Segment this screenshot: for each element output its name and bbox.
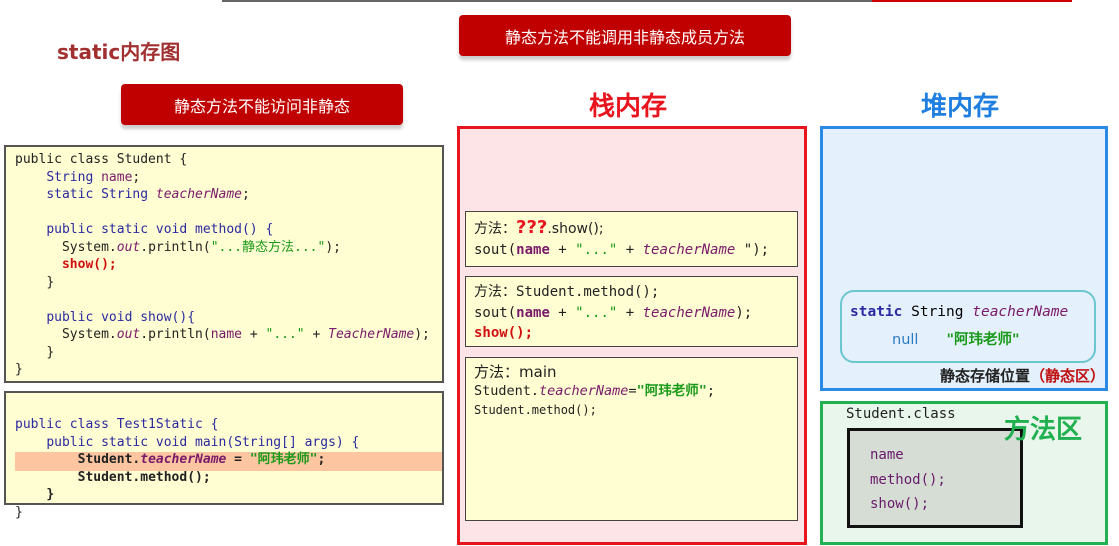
- class-name: Student.class: [846, 406, 956, 422]
- callout-left: 静态方法不能访问非静态: [121, 84, 403, 125]
- old-value: null: [892, 332, 919, 348]
- top-divider-accent: [872, 0, 1072, 2]
- current-line-highlight: [15, 452, 442, 471]
- test-class-code: public class Test1Static { public static…: [4, 391, 444, 520]
- code-line: public class Student {: [15, 152, 188, 167]
- stack-frame-show: 方法：???.show();sout(name + "..." + teache…: [465, 211, 798, 267]
- stack-label: 栈内存: [588, 92, 667, 122]
- new-value: "阿玮老师": [946, 332, 1020, 348]
- method-area-label: 方法区: [1004, 415, 1083, 445]
- top-divider: [222, 0, 872, 2]
- slide-title: static内存图: [57, 40, 181, 64]
- stack-frame-method: 方法：Student.method();sout(name + "..." + …: [465, 276, 798, 347]
- show-call-error: show();: [61, 257, 117, 272]
- callout-top: 静态方法不能调用非静态成员方法: [459, 15, 791, 56]
- heap-memory: [820, 126, 1108, 391]
- static-area-caption: 静态存储位置（静态区）: [939, 367, 1105, 385]
- student-class-code: public class Student { String name; stat…: [4, 145, 444, 383]
- heap-label: 堆内存: [920, 92, 999, 122]
